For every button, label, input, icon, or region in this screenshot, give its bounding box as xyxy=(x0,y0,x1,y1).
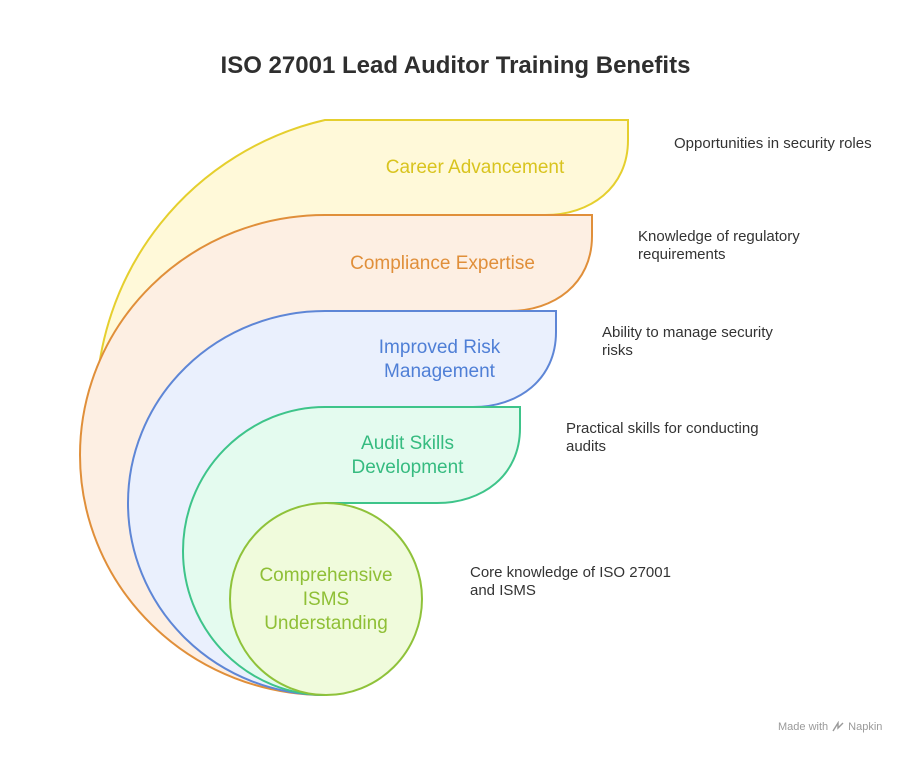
layer-description-improved-risk-management: Ability to manage security risks xyxy=(602,324,773,359)
brand-text: Napkin xyxy=(848,721,883,733)
layer-description-comprehensive-isms-understanding: Core knowledge of ISO 27001 and ISMS xyxy=(470,564,671,599)
layer-description-audit-skills-development: Practical skills for conducting audits xyxy=(566,420,759,455)
layer-label-career-advancement: Career Advancement xyxy=(385,157,565,178)
napkin-logo-icon xyxy=(832,721,844,732)
layer-label-audit-skills-development: Audit Skills Development xyxy=(351,433,464,478)
layer-label-comprehensive-isms-understanding: Comprehensive ISMS Understanding xyxy=(259,565,393,634)
layer-label-improved-risk-management: Improved Risk Management xyxy=(378,337,501,382)
layer-shape-comprehensive-isms-understanding xyxy=(229,502,423,696)
diagram-title: ISO 27001 Lead Auditor Training Benefits xyxy=(220,52,691,79)
napkin-footer: Made with Napkin xyxy=(778,721,882,733)
layer-description-career-advancement: Opportunities in security roles xyxy=(674,135,872,152)
made-with-text: Made with xyxy=(778,721,829,733)
layer-description-compliance-expertise: Knowledge of regulatory requirements xyxy=(638,228,800,263)
layer-label-compliance-expertise: Compliance Expertise xyxy=(350,253,535,274)
